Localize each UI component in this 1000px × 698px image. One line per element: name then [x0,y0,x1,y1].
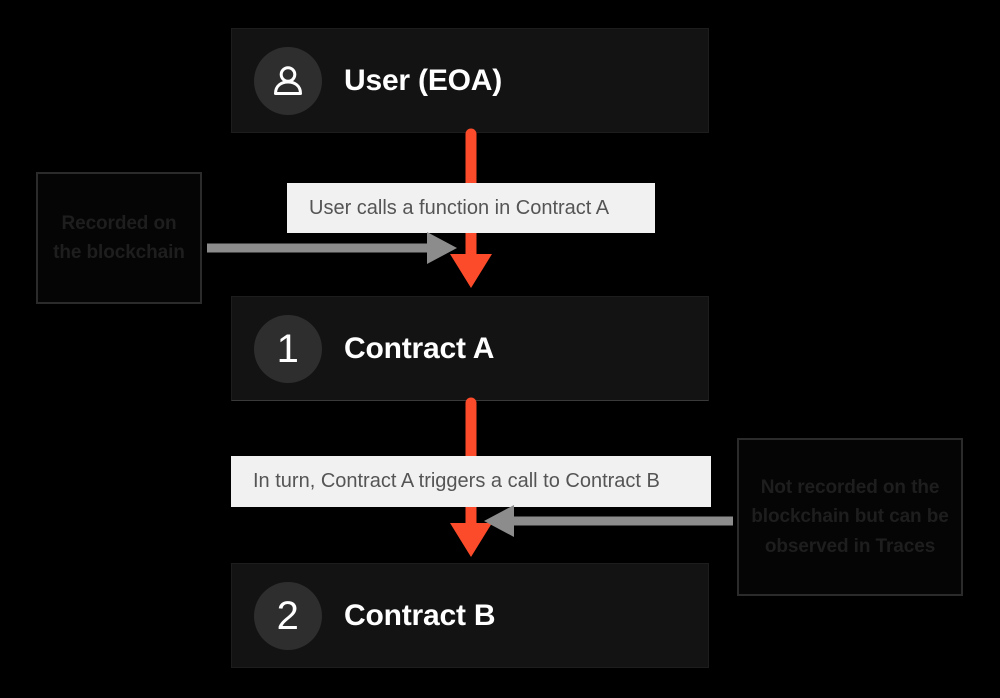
arrow-annot-left [207,232,457,264]
badge-number: 2 [276,593,300,638]
badge-number: 1 [276,326,300,371]
caption-a-triggers-b: In turn, Contract A triggers a call to C… [231,456,711,507]
caption-user-calls: User calls a function in Contract A [287,183,655,233]
annotation-recorded: Recorded on the blockchain [36,172,202,304]
person-icon [254,46,322,115]
node-contract-a[interactable]: 1 Contract A [231,296,709,401]
annotation-not-recorded: Not recorded on the blockchain but can b… [737,438,963,596]
node-contract-b[interactable]: 2 Contract B [231,563,709,668]
node-title: Contract A [344,331,495,365]
number-badge-1: 1 [254,314,322,383]
arrow-annot-right [484,505,733,537]
caption-text: In turn, Contract A triggers a call to C… [253,470,660,492]
node-title: Contract B [344,598,496,632]
node-title: User (EOA) [344,63,503,97]
node-user-eoa[interactable]: User (EOA) [231,28,709,133]
number-badge-2: 2 [254,581,322,650]
annotation-text: Not recorded on the blockchain but can b… [751,476,949,557]
annotation-text: Recorded on the blockchain [53,212,185,263]
caption-text: User calls a function in Contract A [309,196,610,219]
